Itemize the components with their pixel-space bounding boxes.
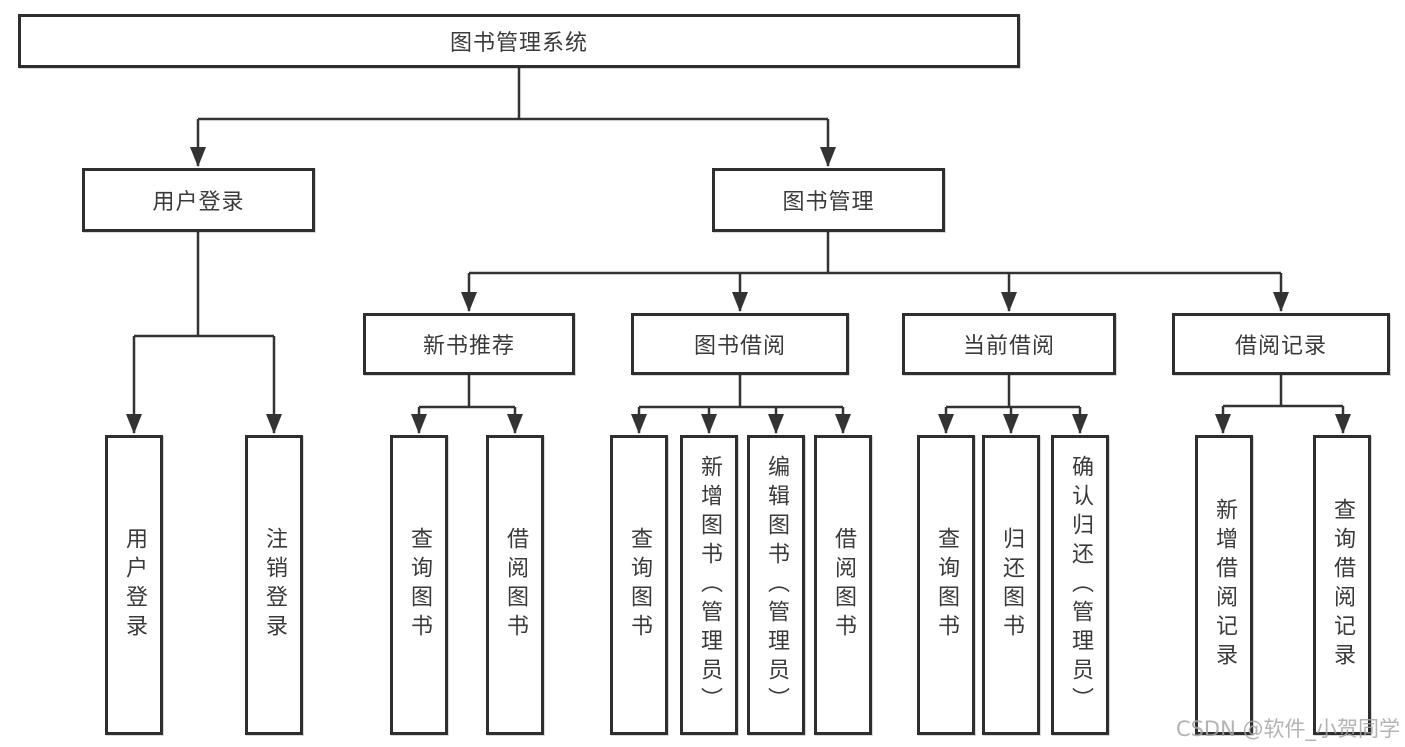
leaf-label: 查询图书 <box>627 527 652 643</box>
leaf-label: 编辑图书（管理员） <box>764 454 789 716</box>
leaf-add-book-admin: 新增图书（管理员） <box>680 435 738 735</box>
node-label: 图书管理 <box>782 190 875 215</box>
wires-book-borrow-branch <box>631 375 851 434</box>
leaf-user-login: 用户登录 <box>105 435 163 735</box>
node-current-borrow: 当前借阅 <box>902 313 1116 375</box>
node-label: 当前借阅 <box>962 334 1055 359</box>
leaf-label: 借阅图书 <box>503 527 528 643</box>
node-label: 借阅记录 <box>1234 334 1327 359</box>
leaf-borrow-books-borrow: 借阅图书 <box>814 435 872 735</box>
leaf-query-books-current: 查询图书 <box>917 435 975 735</box>
node-label: 图书管理系统 <box>449 31 588 56</box>
leaf-label: 借阅图书 <box>831 527 856 643</box>
leaf-label: 查询图书 <box>407 527 432 643</box>
leaf-label: 确认归还（管理员） <box>1068 454 1093 716</box>
leaf-label: 注销登录 <box>262 527 287 643</box>
leaf-label: 用户登录 <box>122 527 147 643</box>
leaf-query-books-recommend: 查询图书 <box>390 435 448 735</box>
node-user-login: 用户登录 <box>82 168 315 232</box>
leaf-return-book: 归还图书 <box>982 435 1040 735</box>
node-new-book-recommend: 新书推荐 <box>363 313 575 375</box>
leaf-query-books-borrow: 查询图书 <box>610 435 668 735</box>
wires-current-borrow-branch <box>938 375 1088 434</box>
leaf-label: 查询借阅记录 <box>1330 498 1355 672</box>
node-label: 用户登录 <box>152 190 245 215</box>
node-borrow-records: 借阅记录 <box>1172 313 1390 375</box>
leaf-label: 归还图书 <box>999 527 1024 643</box>
leaf-label: 查询图书 <box>934 527 959 643</box>
node-library-management-system: 图书管理系统 <box>18 14 1020 68</box>
leaf-confirm-return-admin: 确认归还（管理员） <box>1051 435 1109 735</box>
leaf-logout: 注销登录 <box>245 435 303 735</box>
leaf-label: 新增借阅记录 <box>1212 498 1237 672</box>
leaf-edit-book-admin: 编辑图书（管理员） <box>747 435 805 735</box>
node-label: 新书推荐 <box>422 334 515 359</box>
node-book-borrow: 图书借阅 <box>631 313 849 375</box>
leaf-label: 新增图书（管理员） <box>697 454 722 716</box>
node-label: 图书借阅 <box>693 334 786 359</box>
csdn-watermark: CSDN @软件_小贺同学 <box>1175 717 1400 741</box>
wires-book-management-branch <box>461 232 1289 312</box>
wires-borrow-records-branch <box>1215 375 1351 434</box>
wires-new-book-branch <box>411 375 523 434</box>
wires-root-to-level2 <box>190 68 836 167</box>
node-book-management: 图书管理 <box>712 168 945 232</box>
leaf-add-borrow-record: 新增借阅记录 <box>1195 435 1253 735</box>
leaf-query-borrow-record: 查询借阅记录 <box>1313 435 1371 735</box>
wires-user-login-branch <box>126 232 282 434</box>
leaf-borrow-books-recommend: 借阅图书 <box>486 435 544 735</box>
